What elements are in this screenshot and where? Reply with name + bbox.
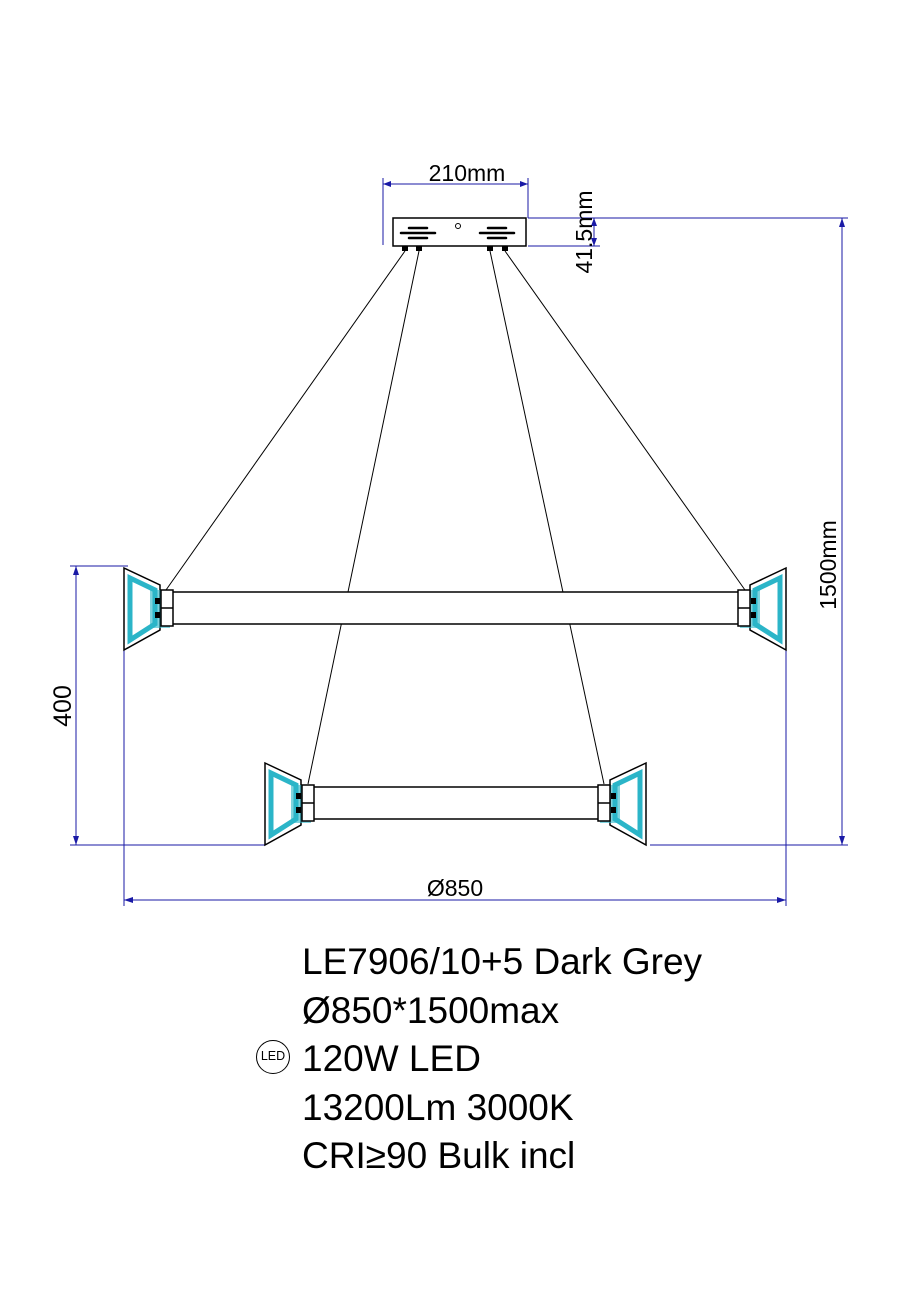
canopy: [392, 217, 527, 251]
spec-cri: CRI≥90 Bulk incl: [302, 1135, 576, 1176]
canopy-height-label: 41.5mm: [571, 190, 597, 273]
spec-size: Ø850*1500max: [302, 989, 560, 1031]
spec-lumen-cct: 13200Lm 3000K: [302, 1086, 574, 1128]
suspension-wires: [165, 250, 746, 785]
total-height-label: 1500mm: [815, 520, 841, 609]
upper-ring-right-cap: [737, 566, 787, 652]
lower-ring-left-cap: [264, 761, 315, 847]
upper-ring: [123, 566, 787, 652]
canopy-width-label: 210mm: [429, 160, 506, 186]
upper-ring-left-cap: [123, 566, 174, 652]
spec-list: LE7906/10+5 Dark Grey Ø850*1500max 120W …: [302, 938, 702, 1181]
lower-ring: [264, 761, 647, 847]
ring-spacing-label: 400: [49, 685, 77, 727]
spec-model: LE7906/10+5 Dark Grey: [302, 941, 703, 982]
spec-power: 120W LED: [302, 1038, 481, 1079]
diameter-label: Ø850: [427, 875, 483, 901]
lower-ring-right-cap: [597, 761, 647, 847]
led-circle-icon: LED: [256, 1040, 290, 1074]
dimension-arrows: [73, 181, 845, 903]
